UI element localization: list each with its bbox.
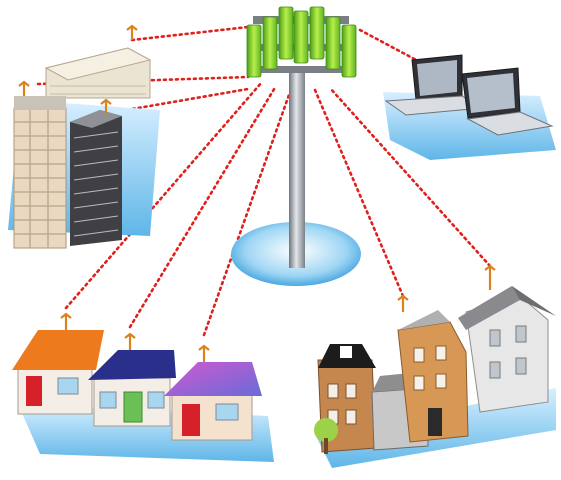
townhouses-icon bbox=[314, 264, 556, 468]
cell-tower-icon bbox=[231, 6, 361, 286]
signal-line-townhouse-1 bbox=[313, 88, 405, 298]
signal-line-laptops bbox=[358, 28, 422, 64]
laptops-icon bbox=[383, 54, 556, 160]
signal-line-office-low bbox=[113, 87, 250, 114]
signal-line-house-3 bbox=[202, 90, 292, 337]
suburban-houses-icon bbox=[12, 312, 274, 462]
signal-line-house-2 bbox=[128, 84, 278, 329]
office-buildings-icon bbox=[8, 24, 160, 249]
signal-line-townhouse-2 bbox=[328, 86, 492, 268]
signal-line-office-top bbox=[130, 25, 250, 42]
signal-line-house-1 bbox=[64, 80, 264, 310]
